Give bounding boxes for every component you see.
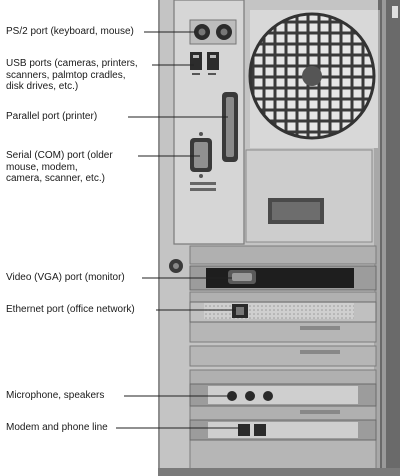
audio-jack-1 (227, 391, 237, 401)
label-video-port: Video (VGA) port (monitor) (6, 272, 125, 283)
modem-port-2 (254, 424, 266, 436)
audio-jack-3 (263, 391, 273, 401)
usb-port-2 (207, 52, 219, 70)
label-usb-ports: USB ports (cameras, printers, scanners, … (6, 58, 138, 92)
case-side-edge (378, 0, 400, 476)
usb-port-1 (190, 52, 202, 70)
modem-port-1 (238, 424, 250, 436)
label-parallel-port: Parallel port (printer) (6, 111, 98, 122)
label-audio-ports: Microphone, speakers (6, 390, 105, 401)
audio-jack-2 (245, 391, 255, 401)
label-serial-port: Serial (COM) port (older mouse, modem, c… (6, 150, 113, 184)
label-modem-port: Modem and phone line (6, 422, 108, 433)
slot-cover (189, 245, 377, 265)
label-ethernet-port: Ethernet port (office network) (6, 304, 135, 315)
label-ps2-port: PS/2 port (keyboard, mouse) (6, 26, 134, 37)
